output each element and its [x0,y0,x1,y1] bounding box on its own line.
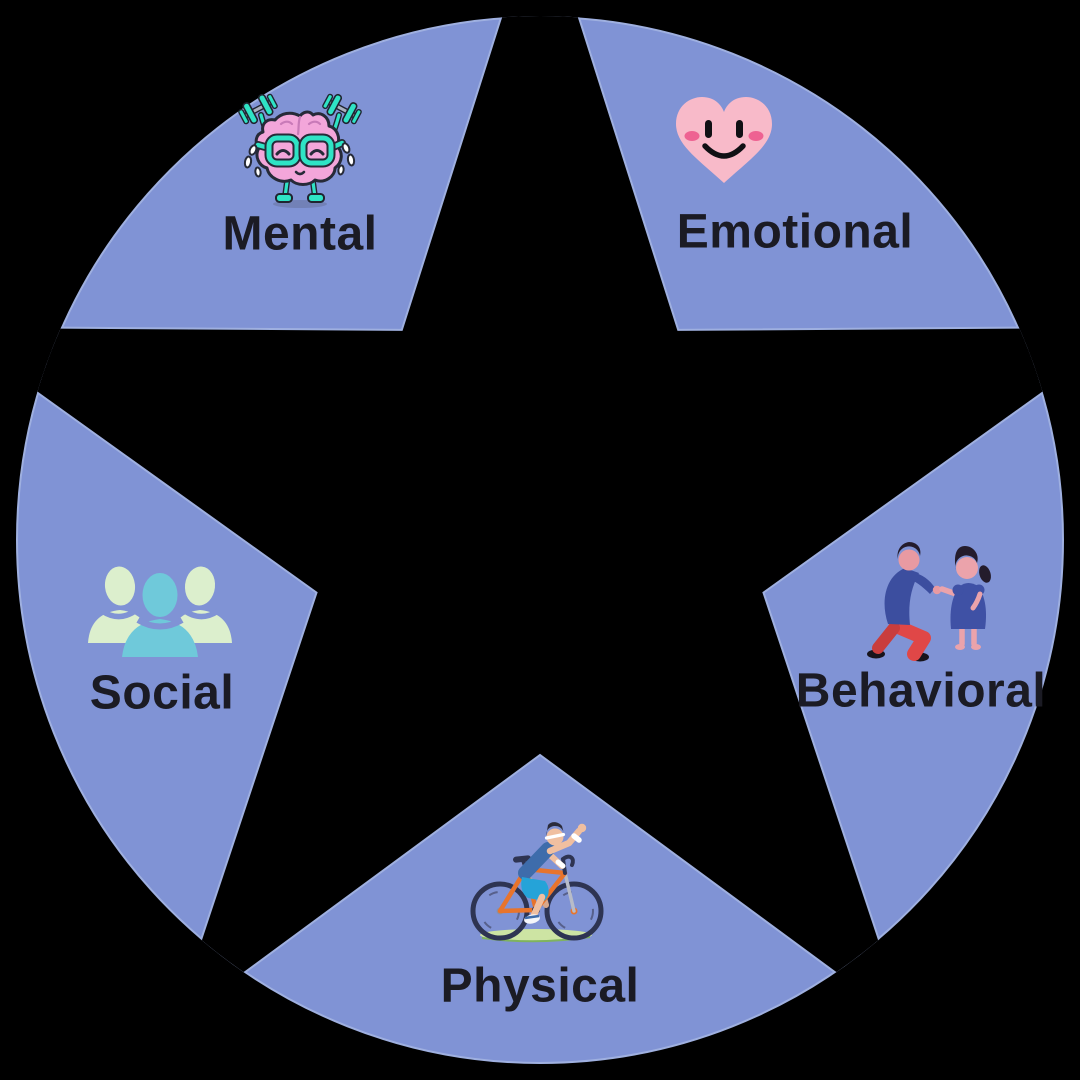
person-cycling-icon [470,822,604,943]
near-shin [530,893,546,919]
section-label-physical: Physical [440,959,640,1013]
adult-figure [867,542,942,662]
section-label-emotional: Emotional [676,205,914,259]
dumbbell-left [238,93,278,125]
heart-smile [702,143,746,159]
heart-cheek-right [748,131,764,141]
section-label-behavioral: Behavioral [795,664,1047,718]
heart-eye-left [705,120,712,138]
dumbbell-right [322,93,362,125]
child-figure [939,546,991,650]
heart-cheek-left [684,131,700,141]
saddle [513,855,531,863]
heart-eye-right [736,120,743,138]
section-label-social: Social [89,666,235,720]
sweat-drops [243,142,356,178]
smiling-heart-icon [676,97,772,183]
person-center [122,573,198,657]
torso [518,842,555,880]
handlebar [560,854,575,875]
brain-lifting-dumbbells-icon [238,93,362,208]
center-star-cutout [16,16,1064,1029]
people-group-icon [88,566,232,657]
waving-arm [546,823,587,855]
parent-child-icon [867,542,991,662]
rider-head [544,822,566,846]
section-label-mental: Mental [222,207,378,261]
